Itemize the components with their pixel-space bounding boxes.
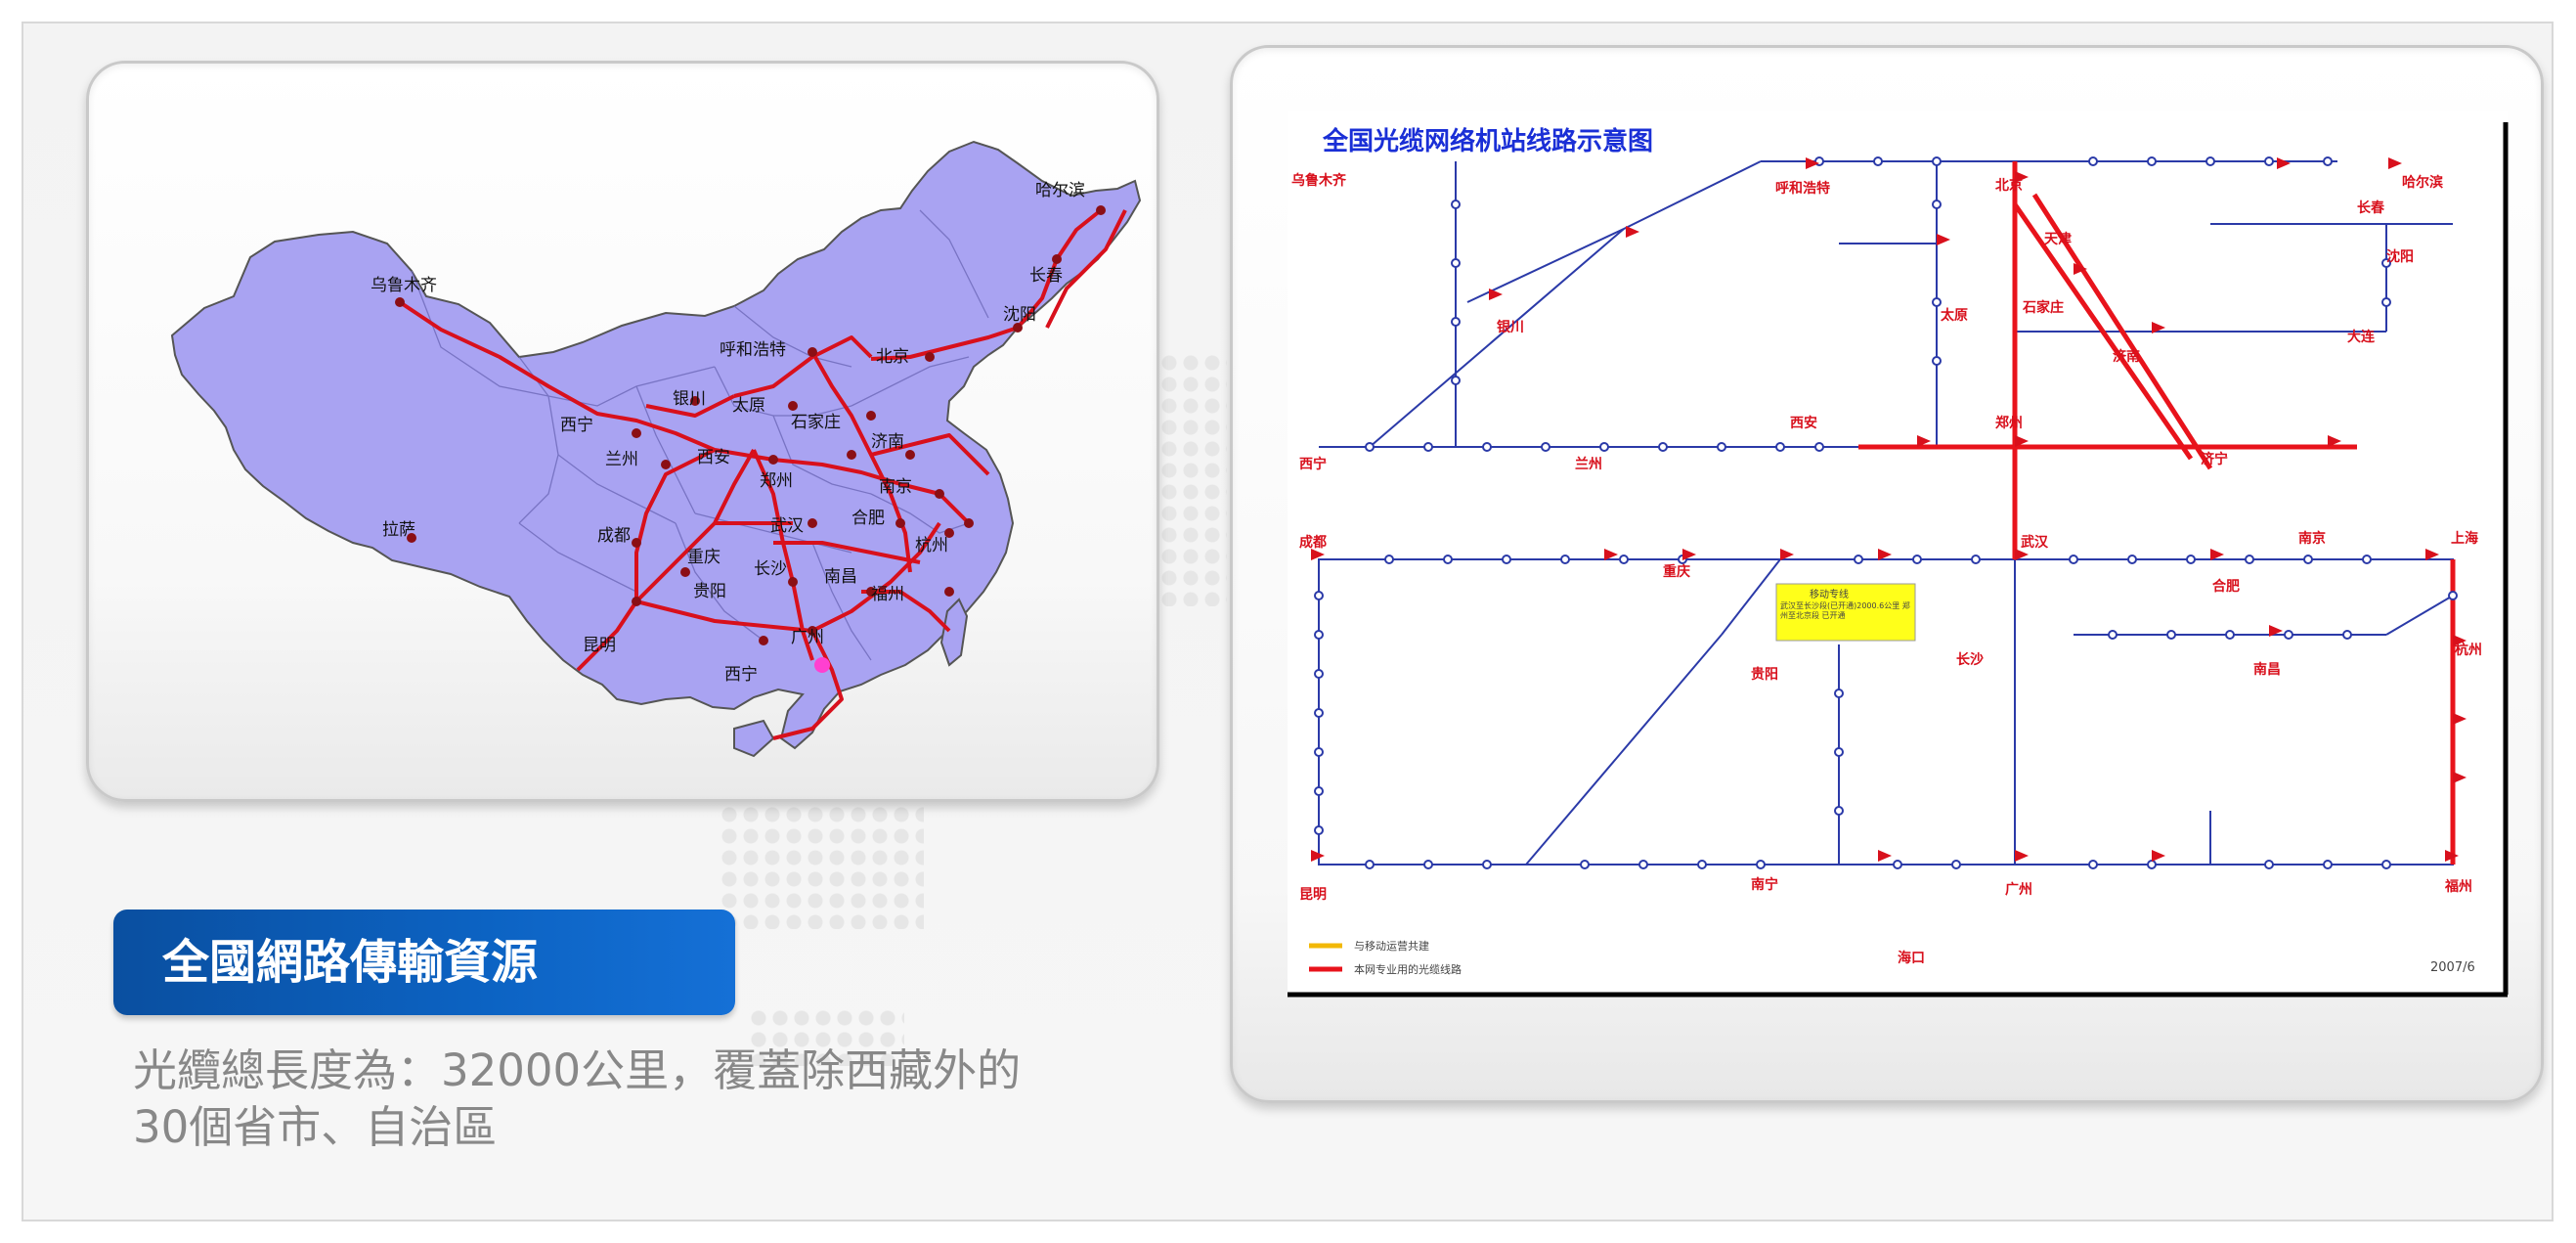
network-city-labels: 乌鲁木齐 西宁 成都 昆明 呼和浩特 北京 哈尔滨 银川 太原 石家庄 天津 济… — [1291, 172, 2482, 966]
city-label: 西宁 — [560, 416, 593, 435]
city-label: 南京 — [879, 477, 912, 497]
dot-pattern-decoration — [748, 1007, 904, 1066]
network-city-label: 天津 — [2044, 231, 2072, 247]
network-city-label: 昆明 — [1299, 887, 1327, 903]
city-label: 银川 — [673, 389, 706, 409]
network-city-label: 西安 — [1790, 415, 1817, 431]
network-city-label: 西宁 — [1299, 456, 1327, 472]
city-dots — [395, 205, 1106, 645]
city-label: 沈阳 — [1003, 305, 1036, 325]
city-label: 拉萨 — [382, 520, 415, 540]
network-city-label: 郑州 — [1995, 415, 2023, 431]
city-label: 贵阳 — [693, 582, 726, 601]
city-label: 石家庄 — [791, 413, 841, 432]
note-title: 移动专线 — [1810, 588, 1849, 600]
city-label: 西宁 — [724, 665, 758, 685]
network-city-label: 广州 — [2005, 881, 2032, 898]
network-city-label: 乌鲁木齐 — [1291, 172, 1347, 189]
network-city-label: 沈阳 — [2386, 248, 2414, 265]
network-city-label: 武汉 — [2021, 534, 2049, 551]
city-label: 武汉 — [770, 516, 804, 536]
city-label: 昆明 — [583, 636, 616, 655]
city-label: 广州 — [791, 628, 824, 647]
hainan-shape — [733, 719, 775, 758]
city-label: 太原 — [732, 396, 765, 416]
note-box — [1775, 583, 1916, 642]
network-city-label: 济宁 — [2201, 451, 2228, 467]
city-label: 郑州 — [760, 471, 793, 491]
legend-label: 本网专业用的光缆线路 — [1354, 962, 1462, 976]
city-label: 长春 — [1029, 266, 1063, 286]
city-labels: 乌鲁木齐 哈尔滨 长春 沈阳 呼和浩特 北京 银川 太原 石家庄 西宁 兰州 西… — [371, 181, 1085, 685]
city-label: 济南 — [871, 432, 904, 452]
city-label: 长沙 — [754, 559, 787, 579]
network-city-label: 南京 — [2298, 530, 2326, 547]
network-city-label: 济南 — [2113, 348, 2140, 365]
network-city-label: 银川 — [1497, 319, 1524, 335]
network-city-label: 长春 — [2357, 200, 2385, 216]
diagram-date: 2007/6 — [2430, 960, 2475, 975]
network-city-label: 成都 — [1299, 534, 1327, 551]
city-label: 哈尔滨 — [1035, 181, 1085, 200]
city-label: 北京 — [876, 347, 909, 367]
network-city-label: 呼和浩特 — [1775, 180, 1830, 197]
rail-lines — [398, 208, 1127, 740]
description-line: 30個省市、自治區 — [133, 1101, 498, 1153]
network-city-label: 福州 — [2444, 878, 2472, 895]
hong-kong-marker — [814, 657, 830, 673]
network-city-label: 大连 — [2347, 329, 2376, 345]
taiwan-shape — [939, 598, 969, 667]
china-map-frame: 乌鲁木齐 哈尔滨 长春 沈阳 呼和浩特 北京 银川 太原 石家庄 西宁 兰州 西… — [86, 61, 1159, 802]
network-city-label: 太原 — [1941, 307, 1968, 324]
network-city-label: 石家庄 — [2022, 299, 2064, 316]
section-title-box: 全國網路傳輸資源 — [113, 910, 735, 1015]
network-city-label: 南昌 — [2253, 661, 2281, 678]
network-city-label: 南宁 — [1751, 876, 1778, 893]
network-city-label: 哈尔滨 — [2402, 174, 2443, 191]
city-label: 兰州 — [605, 450, 638, 469]
city-label: 乌鲁木齐 — [371, 276, 437, 295]
city-label: 合肥 — [851, 509, 885, 528]
network-diagram-title: 全国光缆网络机站线路示意图 — [1322, 126, 1653, 156]
dot-pattern-decoration — [1158, 352, 1227, 606]
network-city-label: 长沙 — [1956, 651, 1984, 668]
red-backbone-lines — [1858, 161, 2456, 865]
description-text: 光纜總長度為：32000公里，覆蓋除西藏外的 30個省市、自治區 — [133, 1043, 1111, 1156]
network-city-label: 重庆 — [1663, 563, 1690, 580]
network-diagram: 全国光缆网络机站线路示意图 — [1288, 111, 2509, 998]
description-line: 光纜總長度為：32000公里，覆蓋除西藏外的 — [133, 1044, 1022, 1096]
city-label: 南昌 — [824, 567, 857, 587]
city-label: 重庆 — [687, 548, 720, 567]
network-city-label: 兰州 — [1575, 456, 1602, 472]
network-city-label: 北京 — [1995, 177, 2023, 194]
city-label: 福州 — [871, 585, 904, 604]
network-city-label: 贵阳 — [1751, 666, 1778, 683]
china-rail-map: 乌鲁木齐 哈尔滨 长春 沈阳 呼和浩特 北京 银川 太原 石家庄 西宁 兰州 西… — [170, 140, 1142, 758]
network-diagram-frame: 全国光缆网络机站线路示意图 — [1230, 45, 2544, 1103]
network-city-label: 合肥 — [2212, 578, 2240, 595]
city-label: 成都 — [597, 526, 631, 546]
note-text: 武汉至长沙段(已开通)2000.6公里 郑州至北京段 已开通 — [1780, 601, 1910, 620]
city-label: 呼和浩特 — [720, 340, 786, 360]
legend-label: 与移动运营共建 — [1354, 939, 1429, 953]
china-map-shape — [170, 140, 1142, 750]
city-label: 西安 — [697, 448, 730, 467]
network-city-label: 海口 — [1898, 950, 1925, 966]
network-city-label: 杭州 — [2455, 642, 2482, 658]
city-label: 杭州 — [915, 536, 948, 555]
network-city-label: 上海 — [2451, 530, 2478, 547]
dot-pattern-decoration — [719, 782, 924, 929]
